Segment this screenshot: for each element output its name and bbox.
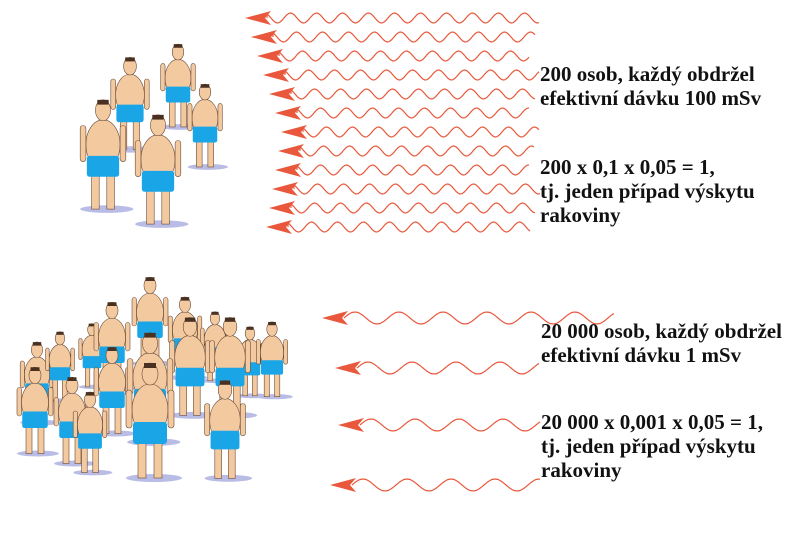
low-radiation-arrow-wave xyxy=(356,361,540,375)
high-radiation-arrow-wave xyxy=(266,12,540,24)
high-dose-calculation: 200 x 0,1 x 0,05 = 1, tj. jeden případ v… xyxy=(540,155,755,227)
low-dose-calculation: 20 000 x 0,001 x 0,05 = 1, tj. jeden pří… xyxy=(541,410,763,482)
high-dose-description: 200 osob, každý obdržel efektivní dávku … xyxy=(540,62,761,110)
high-radiation-arrow-wave xyxy=(299,145,535,157)
high-result-line1: tj. jeden případ výskytu xyxy=(540,179,755,203)
high-radiation-arrow-arrowhead xyxy=(266,220,292,234)
high-radiation-arrow-wave xyxy=(272,31,536,43)
low-radiation-arrow-arrowhead xyxy=(335,361,361,375)
high-radiation-arrow-arrowhead xyxy=(278,144,304,158)
low-radiation-arrow-arrowhead xyxy=(330,478,356,492)
person-figure xyxy=(16,366,59,457)
low-people-count: 20 000 osob, každý obdržel xyxy=(541,319,782,343)
high-radiation-arrow-arrowhead xyxy=(275,163,301,177)
high-dose: efektivní dávku 100 mSv xyxy=(540,86,762,110)
high-radiation-arrow-wave xyxy=(296,164,530,176)
high-radiation-arrow-arrowhead xyxy=(275,106,301,120)
high-radiation-arrow-wave xyxy=(290,202,536,214)
low-result-line2: rakoviny xyxy=(541,458,622,482)
high-radiation-arrow-wave xyxy=(287,221,531,233)
high-radiation-arrow-arrowhead xyxy=(281,125,307,139)
person-figure xyxy=(134,114,189,228)
person-figure xyxy=(256,321,293,400)
high-radiation-arrow-wave xyxy=(290,88,536,100)
high-radiation-arrow-wave xyxy=(293,183,541,195)
high-radiation-arrow-arrowhead xyxy=(245,11,271,25)
low-radiation-arrow-wave xyxy=(359,418,541,432)
high-radiation-arrow-arrowhead xyxy=(251,30,277,44)
high-radiation-arrow-arrowhead xyxy=(269,87,295,101)
low-formula: 20 000 x 0,001 x 0,05 = 1, xyxy=(541,410,763,434)
low-dose: efektivní dávku 1 mSv xyxy=(541,343,742,367)
person-figure xyxy=(187,83,229,170)
person-figure xyxy=(125,362,182,482)
high-radiation-arrow-wave xyxy=(296,107,530,119)
person-figure xyxy=(72,391,113,476)
low-radiation-arrow-wave xyxy=(343,311,615,325)
high-radiation-arrow-wave xyxy=(278,50,530,62)
high-people-count: 200 osob, každý obdržel xyxy=(540,62,755,86)
person-figure xyxy=(79,99,134,213)
low-radiation-arrow-arrowhead xyxy=(322,311,348,325)
high-radiation-arrow-wave xyxy=(284,69,540,81)
person-figure xyxy=(110,57,156,153)
high-radiation-arrow-arrowhead xyxy=(272,182,298,196)
high-result-line2: rakoviny xyxy=(540,203,621,227)
high-radiation-arrow-arrowhead xyxy=(263,68,289,82)
person-figure xyxy=(204,380,253,482)
low-result-line1: tj. jeden případ výskytu xyxy=(541,434,756,458)
high-radiation-arrow-wave xyxy=(302,126,540,138)
high-radiation-arrow-arrowhead xyxy=(257,49,283,63)
low-dose-description: 20 000 osob, každý obdržel efektivní dáv… xyxy=(541,319,782,367)
high-radiation-arrow-arrowhead xyxy=(269,201,295,215)
high-formula: 200 x 0,1 x 0,05 = 1, xyxy=(540,155,715,179)
low-radiation-arrow-arrowhead xyxy=(338,418,364,432)
low-radiation-arrow-wave xyxy=(351,478,540,492)
